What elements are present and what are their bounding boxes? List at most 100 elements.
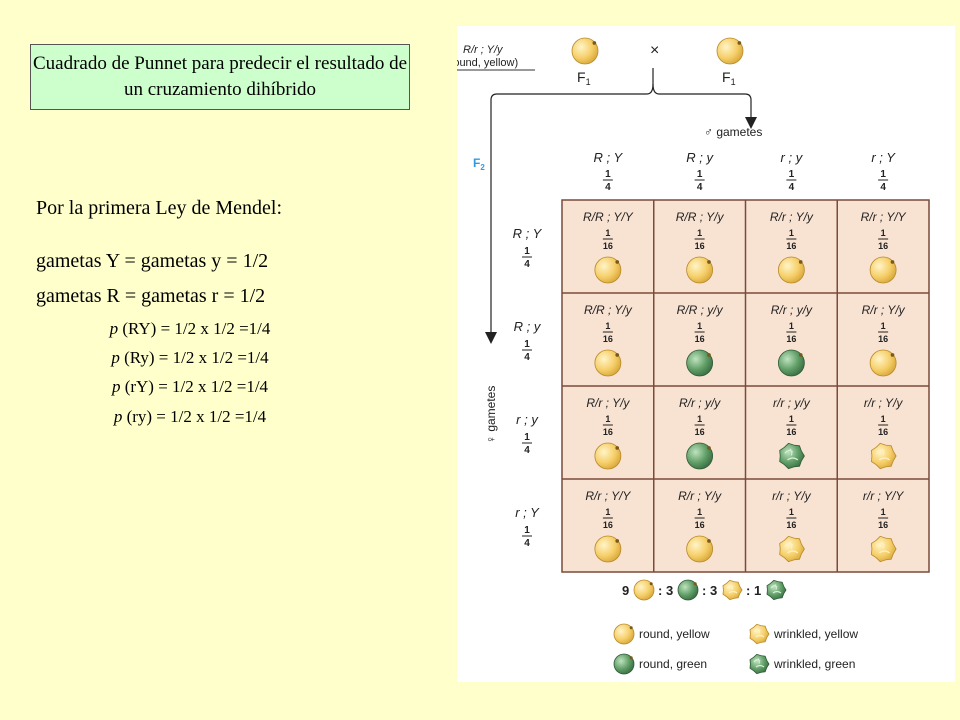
- cell-fraction: 116: [878, 507, 888, 530]
- punnett-cell: R/R ; Y/y 1 16: [676, 210, 725, 284]
- cell-genotype: R/r ; y/y: [679, 396, 721, 410]
- legend-label: wrinkled, yellow: [773, 627, 858, 641]
- svg-text:1: 1: [605, 321, 610, 331]
- probability-ry-lower: p (ry) = 1/2 x 1/2 =1/4: [113, 407, 267, 426]
- male-gamete-label: R ; y: [686, 150, 714, 165]
- cell-pea-wrinkled-green: [779, 442, 805, 470]
- svg-text:1: 1: [697, 228, 702, 238]
- cell-genotype: R/R ; Y/y: [676, 210, 725, 224]
- page-title: Cuadrado de Punnet para predecir el resu…: [32, 53, 408, 100]
- ratio-number: : 1: [746, 583, 761, 598]
- cell-pea-round-yellow: [594, 535, 622, 563]
- male-gamete-fraction: 14: [786, 169, 797, 193]
- cell-fraction: 116: [695, 321, 705, 344]
- cell-pea-round-yellow: [686, 535, 714, 563]
- ratio-pea-round-green: [677, 579, 699, 601]
- svg-text:1: 1: [881, 321, 886, 331]
- svg-text:1: 1: [881, 414, 886, 424]
- svg-text:16: 16: [786, 427, 796, 437]
- ratio-number: : 3: [658, 583, 673, 598]
- cell-fraction: 116: [695, 414, 705, 437]
- punnett-diagram: R/r ; Y/y (round, yellow) × F1 F1 ♂ game…: [445, 26, 955, 682]
- cell-genotype: r/r ; Y/Y: [863, 489, 904, 503]
- svg-text:16: 16: [603, 241, 613, 251]
- cell-pea-round-yellow: [869, 349, 897, 377]
- cell-pea-round-yellow: [686, 256, 714, 284]
- svg-text:4: 4: [524, 538, 530, 549]
- male-arrow: [652, 83, 757, 129]
- female-gamete-fraction: 14: [522, 432, 532, 456]
- cell-pea-round-green: [686, 442, 714, 470]
- cell-genotype: R/r ; Y/y: [678, 489, 722, 503]
- parent-pea-right: [716, 37, 744, 65]
- svg-text:16: 16: [786, 520, 796, 530]
- svg-text:1: 1: [697, 321, 702, 331]
- female-gamete-fraction: 14: [522, 246, 532, 270]
- svg-text:1: 1: [697, 414, 702, 424]
- parent-label-left: F1: [577, 69, 591, 87]
- ratio-pea-wrinkled-green: [766, 579, 787, 601]
- svg-text:4: 4: [789, 182, 795, 193]
- probability-ry-mixed: p (Ry) = 1/2 x 1/2 =1/4: [111, 348, 269, 367]
- legend-pea-round-green: [613, 653, 635, 675]
- legend-label: round, yellow: [639, 627, 710, 641]
- svg-text:16: 16: [695, 241, 705, 251]
- male-gamete-label: R ; Y: [594, 150, 624, 165]
- svg-text:16: 16: [695, 520, 705, 530]
- svg-text:16: 16: [695, 334, 705, 344]
- female-arrow: [485, 68, 654, 344]
- cell-fraction: 116: [603, 507, 613, 530]
- svg-text:1: 1: [605, 507, 610, 517]
- svg-text:16: 16: [878, 241, 888, 251]
- cell-pea-round-green: [777, 349, 805, 377]
- cell-pea-round-yellow: [869, 256, 897, 284]
- parent-genotype: R/r ; Y/y: [463, 44, 504, 56]
- svg-text:16: 16: [786, 334, 796, 344]
- svg-text:1: 1: [605, 169, 611, 180]
- male-gamete-label: r ; Y: [871, 150, 896, 165]
- svg-text:16: 16: [878, 334, 888, 344]
- cell-fraction: 116: [603, 321, 613, 344]
- law-heading: Por la primera Ley de Mendel:: [36, 197, 283, 219]
- svg-text:1: 1: [789, 414, 794, 424]
- ratio-number: 9: [622, 583, 629, 598]
- svg-text:4: 4: [880, 182, 886, 193]
- svg-text:4: 4: [524, 259, 530, 270]
- svg-text:1: 1: [524, 246, 530, 257]
- female-gamete-label: r ; y: [516, 412, 539, 427]
- cell-genotype: R/R ; y/y: [677, 303, 724, 317]
- cell-fraction: 116: [786, 321, 796, 344]
- svg-text:4: 4: [697, 182, 703, 193]
- ratio-pea-round-yellow: [633, 579, 655, 601]
- cell-genotype: R/R ; Y/y: [584, 303, 633, 317]
- cell-fraction: 116: [878, 321, 888, 344]
- male-gamete-fraction: 14: [878, 169, 889, 193]
- male-gamete-fraction: 14: [602, 169, 613, 193]
- legend-pea-round-yellow: [613, 623, 635, 645]
- cell-pea-round-green: [686, 349, 714, 377]
- cell-fraction: 116: [603, 228, 613, 251]
- svg-text:1: 1: [881, 507, 886, 517]
- male-gametes-label: ♂ gametes: [704, 125, 762, 139]
- female-gamete-label: R ; y: [514, 319, 542, 334]
- svg-text:1: 1: [880, 169, 886, 180]
- legend-pea-wrinkled-yellow: [749, 623, 770, 645]
- svg-text:1: 1: [789, 321, 794, 331]
- svg-text:16: 16: [603, 334, 613, 344]
- cell-fraction: 116: [786, 228, 796, 251]
- punnett-cell: r/r ; Y/Y 116: [863, 489, 904, 563]
- female-gamete-fraction: 14: [522, 525, 532, 549]
- parent-label-right: F1: [722, 69, 736, 87]
- cell-pea-wrinkled-yellow: [870, 535, 897, 563]
- svg-text:16: 16: [878, 427, 888, 437]
- svg-text:1: 1: [789, 228, 794, 238]
- svg-text:16: 16: [695, 427, 705, 437]
